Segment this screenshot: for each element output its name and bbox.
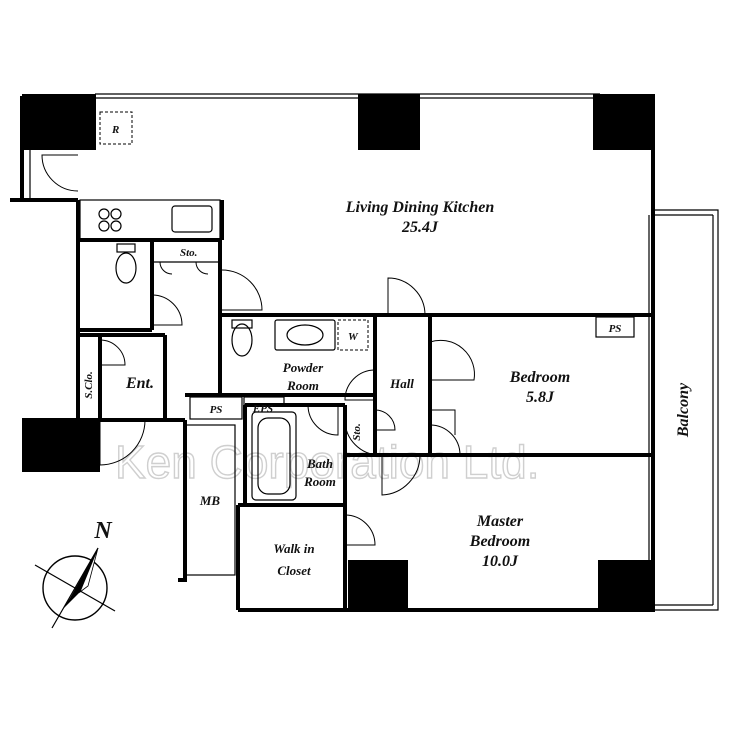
- powder-room-line2: Room: [286, 378, 319, 393]
- bedroom-name: Bedroom: [509, 369, 570, 386]
- master-bedroom-line1: Master: [476, 513, 524, 530]
- shaft-boxes: [189, 316, 635, 420]
- powder-fixtures: W: [231, 319, 369, 357]
- powder-room-line1: Powder: [283, 360, 324, 375]
- washer-label: W: [348, 331, 359, 343]
- kitchen-counter: [79, 199, 221, 241]
- compass: N: [34, 518, 116, 629]
- ps-left-label: PS: [210, 404, 223, 416]
- storage-top-label: Sto.: [180, 247, 197, 259]
- meter-box: [184, 424, 236, 576]
- structural-columns: [22, 94, 655, 612]
- interior-walls: [78, 200, 653, 610]
- master-bedroom-size: 10.0J: [482, 553, 519, 570]
- doors: [99, 269, 475, 546]
- side-door: [21, 150, 79, 200]
- top-window: [95, 93, 600, 99]
- bath-fixtures: [251, 411, 297, 501]
- entrance-label: Ent.: [125, 375, 154, 392]
- walkin-closet-line1: Walk in: [273, 541, 314, 556]
- master-bedroom-line2: Bedroom: [469, 533, 530, 550]
- ps-right-label: PS: [609, 323, 622, 335]
- bath-room-line1: Bath: [306, 456, 333, 471]
- north-label: N: [93, 518, 113, 544]
- balcony-area: [655, 209, 719, 611]
- column-bottom-right: [598, 560, 655, 612]
- ldk-size: 25.4J: [401, 219, 439, 236]
- walkin-closet-line2: Closet: [277, 563, 311, 578]
- storage-top: Sto.: [151, 247, 220, 326]
- bedroom-size: 5.8J: [526, 389, 555, 406]
- column-top-center: [358, 94, 420, 150]
- toilet-top: [115, 243, 137, 284]
- compass-ring: [42, 555, 108, 621]
- column-top-right: [593, 94, 655, 150]
- storage-bath-label: Sto.: [351, 423, 363, 440]
- meter-box-label: MB: [199, 493, 221, 508]
- eps-label: EPS: [252, 403, 273, 415]
- ldk-name: Living Dining Kitchen: [345, 199, 495, 216]
- hall-label: Hall: [389, 376, 414, 391]
- refrigerator-label: R: [111, 124, 119, 136]
- column-left: [22, 420, 100, 472]
- bath-room-line2: Room: [303, 474, 336, 489]
- shoe-closet-label: S.Clo.: [83, 371, 95, 399]
- balcony-label: Balcony: [675, 382, 692, 438]
- outer-walls: [10, 96, 655, 612]
- refrigerator-space: R: [99, 111, 133, 145]
- column-top-left: [22, 94, 96, 150]
- column-bottom-center: [348, 560, 408, 612]
